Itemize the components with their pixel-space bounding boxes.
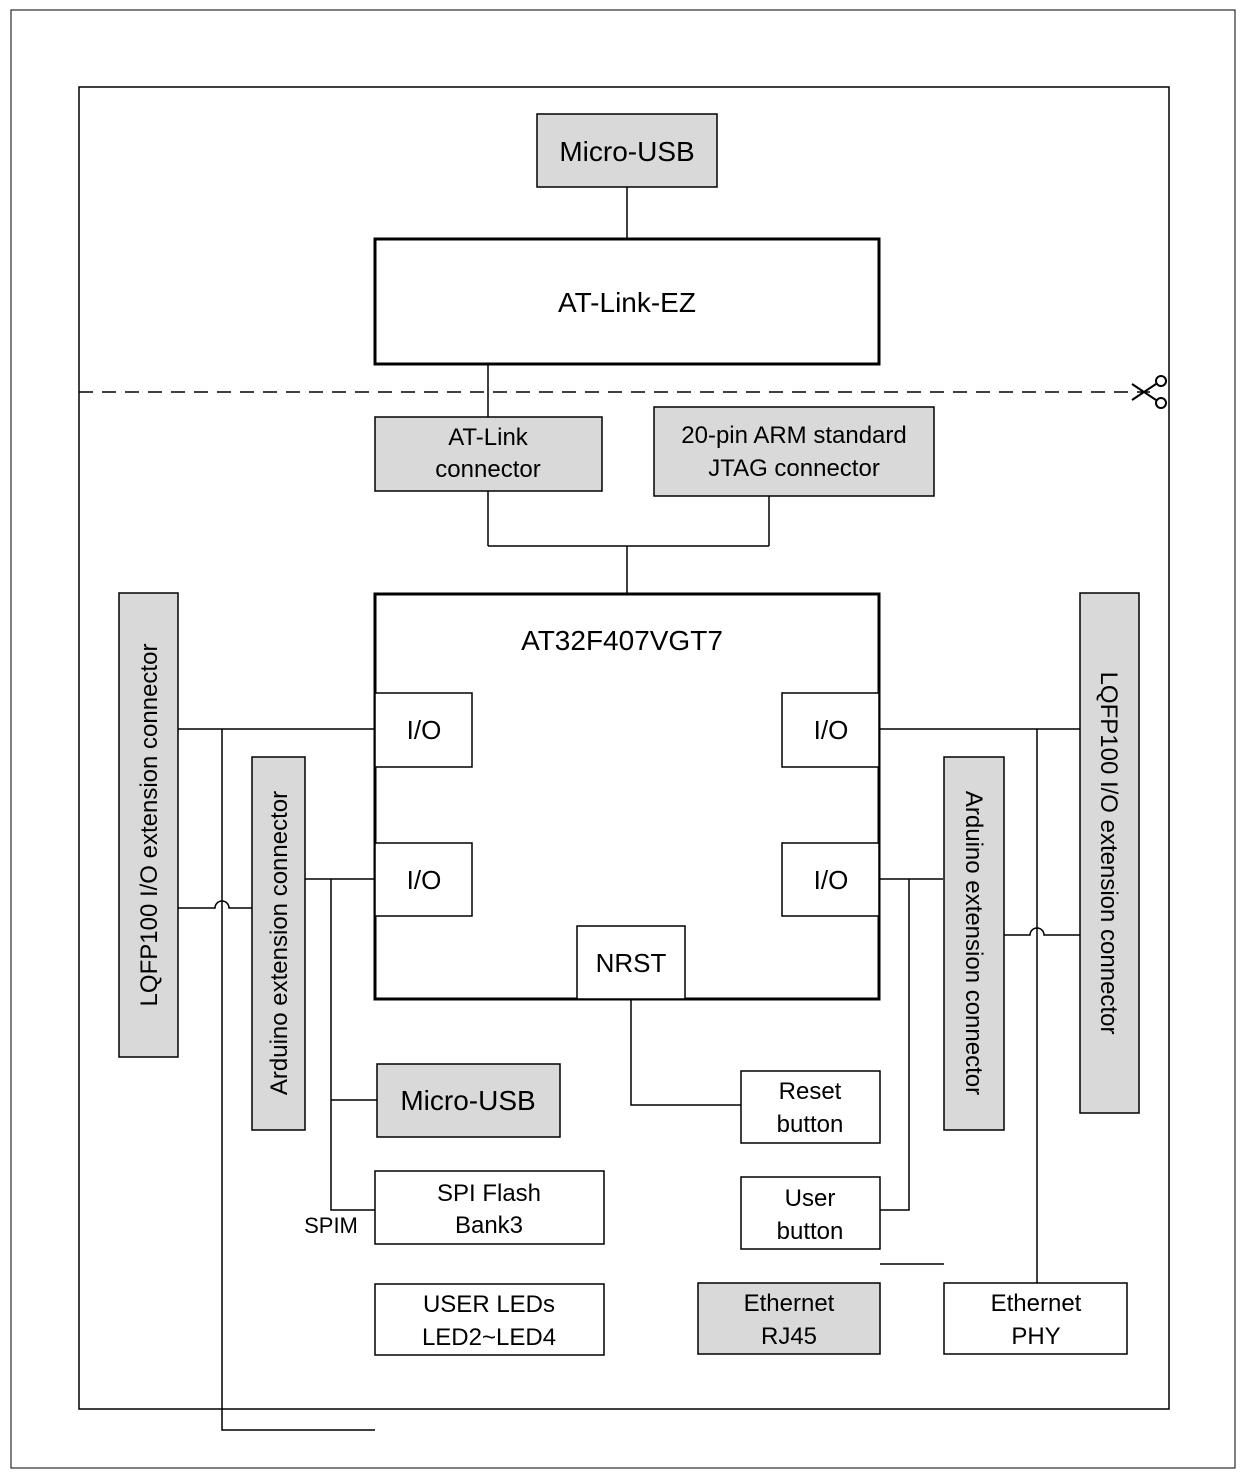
at-link-ez-label: AT-Link-EZ	[558, 287, 696, 318]
spim-label: SPIM	[304, 1213, 358, 1238]
lqfp-left-label: LQFP100 I/O extension connector	[136, 644, 163, 1007]
spi-flash-line2: Bank3	[455, 1212, 523, 1239]
lqfp-left-box	[118, 592, 179, 1058]
connections	[178, 187, 1080, 1431]
ethernet-rj45-line2: RJ45	[761, 1323, 817, 1350]
at-link-connector-line1: AT-Link	[448, 424, 529, 451]
scissors-icon	[1131, 375, 1167, 409]
arduino-left-label: Arduino extension connector	[266, 791, 293, 1095]
spi-flash-line1: SPI Flash	[437, 1180, 541, 1207]
io-left-top-box	[374, 692, 473, 768]
board-border	[78, 86, 1170, 1410]
jtag-connector-line2: JTAG connector	[708, 455, 880, 482]
io-left-bottom-box	[374, 842, 473, 917]
io-left-top-label: I/O	[407, 715, 442, 745]
micro-usb-top-box	[536, 113, 718, 188]
arduino-right-box	[943, 756, 1005, 1131]
user-leds-box	[374, 1283, 605, 1356]
reset-button-line1: Reset	[779, 1078, 842, 1105]
mcu-label: AT32F407VGT7	[521, 625, 723, 656]
ethernet-phy-line2: PHY	[1011, 1323, 1060, 1350]
micro-usb-bottom-label: Micro-USB	[400, 1085, 535, 1116]
lqfp-right-label: LQFP100 I/O extension connector	[1095, 672, 1122, 1035]
jtag-connector-box	[653, 406, 935, 497]
nrst-label: NRST	[596, 948, 667, 978]
io-right-top-label: I/O	[814, 715, 849, 745]
spi-flash-box	[374, 1170, 605, 1245]
arduino-left-box	[251, 756, 306, 1131]
user-leds-line1: USER LEDs	[423, 1291, 555, 1318]
ethernet-rj45-box	[697, 1282, 881, 1355]
reset-button-line2: button	[777, 1111, 844, 1138]
jtag-connector-line1: 20-pin ARM standard	[681, 422, 906, 449]
ethernet-phy-line1: Ethernet	[991, 1290, 1082, 1317]
io-right-bottom-label: I/O	[814, 865, 849, 895]
user-button-line1: User	[785, 1185, 836, 1212]
io-right-bottom-box	[781, 842, 880, 917]
micro-usb-bottom-box	[376, 1063, 561, 1138]
ethernet-phy-box	[943, 1282, 1128, 1355]
arduino-right-label: Arduino extension connector	[960, 791, 987, 1095]
at-link-ez-box	[373, 237, 881, 366]
page-border	[10, 9, 1236, 1469]
user-leds-line2: LED2~LED4	[422, 1324, 556, 1351]
nrst-box	[576, 925, 686, 1000]
io-right-top-box	[781, 692, 880, 768]
io-left-bottom-label: I/O	[407, 865, 442, 895]
ethernet-rj45-line1: Ethernet	[744, 1290, 835, 1317]
reset-button-box	[740, 1070, 881, 1144]
user-button-line2: button	[777, 1218, 844, 1245]
at-link-connector-box	[374, 416, 603, 492]
micro-usb-top-label: Micro-USB	[559, 136, 694, 167]
lqfp-right-box	[1079, 592, 1140, 1114]
user-button-box	[740, 1176, 881, 1250]
at-link-connector-line2: connector	[435, 456, 540, 483]
